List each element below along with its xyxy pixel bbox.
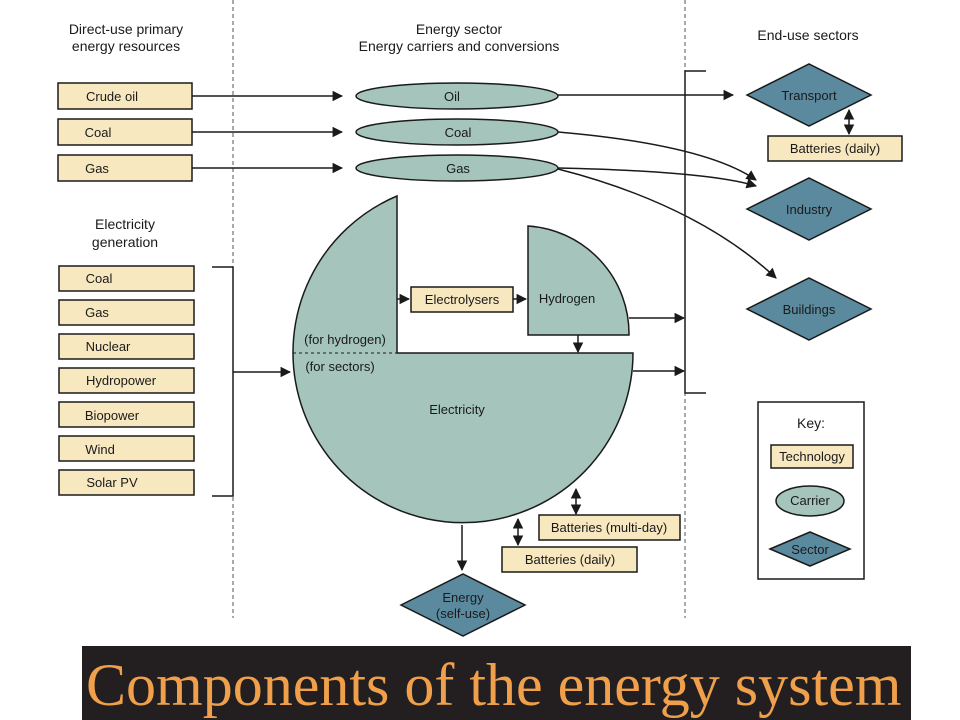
generation-source-label: Gas — [85, 305, 109, 320]
legend-sector-swatch — [768, 531, 852, 567]
self-use-label-line1: Energy — [442, 590, 484, 605]
generation-source-label: Biopower — [85, 408, 140, 423]
arrow-gas-to-industry — [557, 167, 758, 189]
hydrogen-carrier — [527, 225, 630, 336]
slide-title: Components of the energy system — [86, 652, 902, 718]
generation-header-line2: generation — [92, 234, 158, 250]
electrolysers-label: Electrolysers — [425, 292, 500, 307]
generation-source-label: Nuclear — [86, 339, 131, 354]
primary-header-line2: energy resources — [72, 38, 180, 54]
sector-label: Buildings — [783, 302, 836, 317]
electrolysers-technology: Electrolysers — [410, 286, 514, 313]
legend-technology-swatch — [770, 444, 854, 469]
sector-transport: Transport — [745, 63, 873, 127]
for-sectors-label: (for sectors) — [305, 359, 374, 374]
primary-resource-gas: Gas — [57, 154, 193, 182]
batteries-daily-label: Batteries (daily) — [525, 552, 615, 567]
carrier-gas: Gas — [355, 154, 559, 182]
legend-carrier-label: Carrier — [790, 493, 830, 508]
primary-resource-crude-oil: Crude oil — [57, 82, 193, 110]
hydrogen-label: Hydrogen — [539, 291, 595, 306]
primary-resource-label: Gas — [85, 161, 109, 176]
sector-label: Industry — [786, 202, 833, 217]
generation-header-line1: Electricity — [95, 216, 155, 232]
legend-carrier-swatch — [775, 485, 845, 517]
arrow-gas-to-buildings — [557, 168, 777, 279]
legend-title: Key: — [797, 415, 825, 431]
generation-source-label: Solar PV — [86, 475, 138, 490]
slide-title-bar: Components of the energy system — [82, 646, 911, 720]
generation-source-solar-pv: Solar PV — [58, 469, 195, 496]
legend-sector-label: Sector — [791, 542, 829, 557]
batteries-daily-technology: Batteries (daily) — [501, 546, 638, 573]
generation-source-nuclear: Nuclear — [58, 333, 195, 360]
transport-batteries-technology: Batteries (daily) — [767, 135, 903, 162]
energy-sector-header-line2: Energy carriers and conversions — [359, 38, 560, 54]
batteries-multi-day-label: Batteries (multi-day) — [551, 520, 667, 535]
sector-self-use: Energy (self-use) — [399, 573, 527, 637]
energy-sector-header-line1: Energy sector — [416, 21, 503, 37]
generation-source-label: Hydropower — [86, 373, 157, 388]
end-use-bracket — [684, 70, 706, 394]
primary-header-line1: Direct-use primary — [69, 21, 183, 37]
carrier-label: Gas — [446, 161, 470, 176]
transport-batteries-label: Batteries (daily) — [790, 141, 880, 156]
generation-source-coal: Coal — [58, 265, 195, 292]
generation-source-gas: Gas — [58, 299, 195, 326]
generation-source-hydropower: Hydropower — [58, 367, 195, 394]
carrier-label: Coal — [445, 125, 472, 140]
legend-technology-label: Technology — [779, 449, 845, 464]
primary-resource-coal: Coal — [57, 118, 193, 146]
for-hydrogen-label: (for hydrogen) — [304, 332, 386, 347]
carrier-label: Oil — [444, 89, 460, 104]
generation-source-label: Coal — [86, 271, 113, 286]
generation-bracket — [212, 266, 234, 497]
generation-source-biopower: Biopower — [58, 401, 195, 428]
arrow-coal-to-industry — [557, 131, 757, 181]
legend: Key: Technology Carrier Sector — [757, 401, 865, 580]
self-use-label-line2: (self-use) — [436, 606, 490, 621]
sector-label: Transport — [781, 88, 837, 103]
end-use-header: End-use sectors — [757, 27, 858, 43]
batteries-multi-day-technology: Batteries (multi-day) — [538, 514, 681, 541]
sector-buildings: Buildings — [745, 277, 873, 341]
carrier-coal: Coal — [355, 118, 559, 146]
sector-industry: Industry — [745, 177, 873, 241]
generation-source-label: Wind — [85, 442, 115, 457]
carrier-oil: Oil — [355, 82, 559, 110]
primary-resource-label: Coal — [85, 125, 112, 140]
generation-source-wind: Wind — [58, 435, 195, 462]
electricity-label: Electricity — [429, 402, 485, 417]
primary-resource-label: Crude oil — [86, 89, 138, 104]
electricity-carrier — [292, 194, 634, 524]
